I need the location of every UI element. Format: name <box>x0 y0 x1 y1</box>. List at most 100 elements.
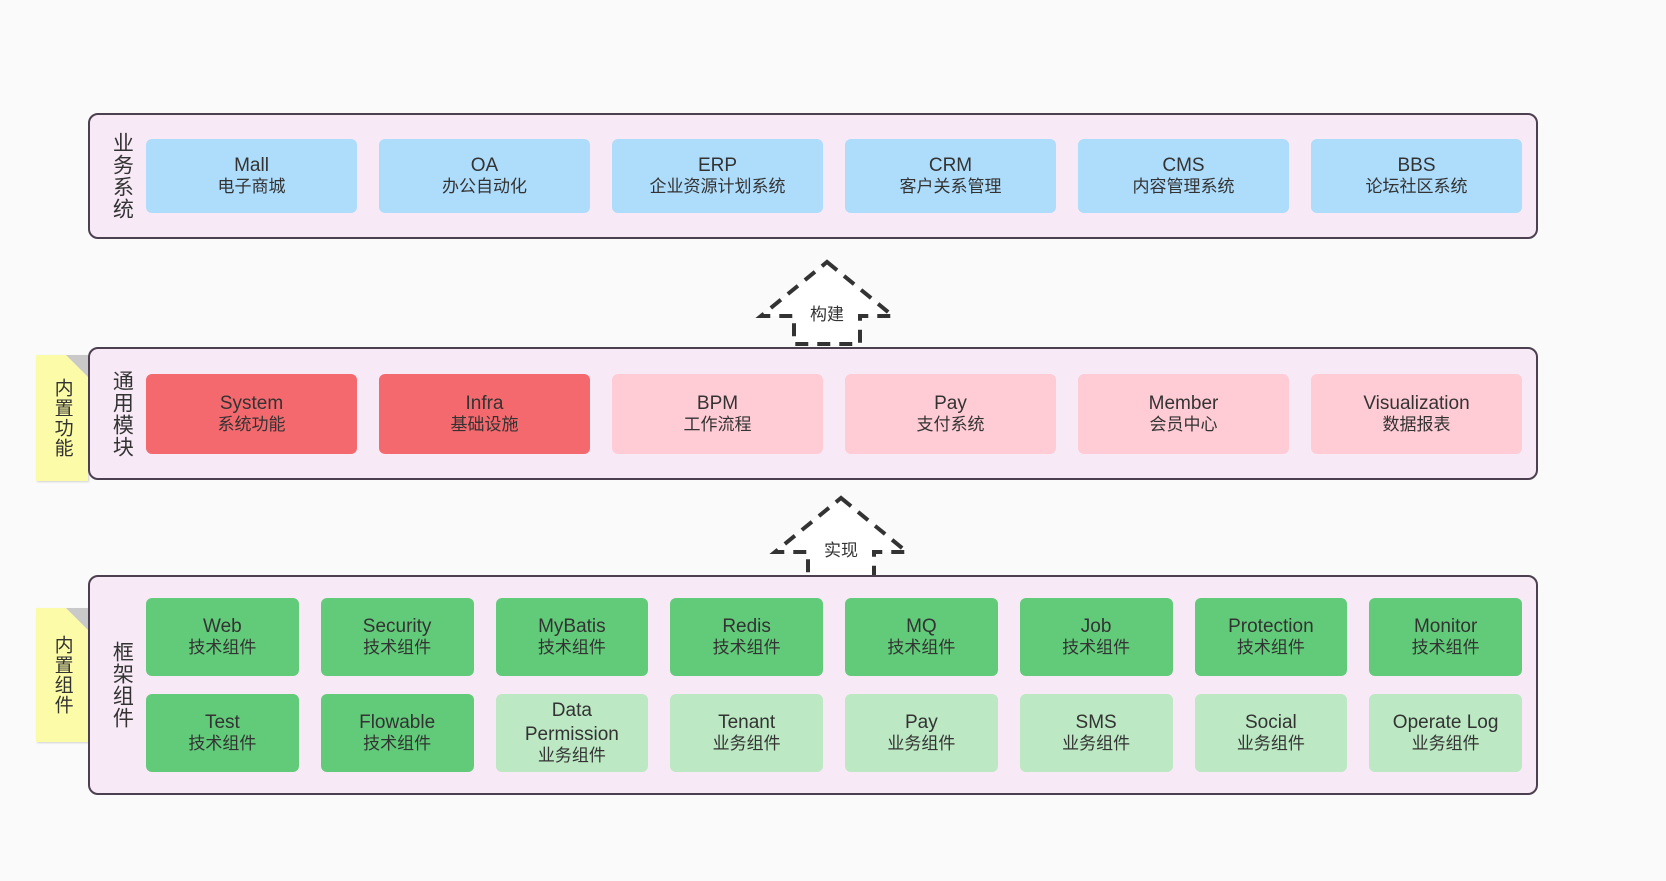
fold-corner-icon <box>66 608 88 630</box>
node-data-permission[interactable]: Data Permission 业务组件 <box>495 694 649 772</box>
node-title: Redis <box>722 616 771 638</box>
sticky-note-builtin-components[interactable]: 内置组件 <box>36 608 88 742</box>
layer-body-modules: System 系统功能 Infra 基础设施 BPM 工作流程 Pay 支付系统… <box>138 359 1522 468</box>
node-sms[interactable]: SMS 业务组件 <box>1019 694 1173 772</box>
node-bbs[interactable]: BBS 论坛社区系统 <box>1311 139 1522 213</box>
node-job[interactable]: Job 技术组件 <box>1019 598 1173 676</box>
node-tenant[interactable]: Tenant 业务组件 <box>670 694 823 772</box>
node-subtitle: 系统功能 <box>217 414 286 434</box>
node-title: Test <box>204 712 240 734</box>
node-title: Visualization <box>1363 392 1470 414</box>
node-flowable[interactable]: Flowable 技术组件 <box>320 694 474 772</box>
node-member[interactable]: Member 会员中心 <box>1078 373 1289 454</box>
node-title: Job <box>1080 616 1112 638</box>
node-mybatis[interactable]: MyBatis 技术组件 <box>495 598 649 676</box>
node-erp[interactable]: ERP 企业资源计划系统 <box>612 139 823 213</box>
node-social[interactable]: Social 业务组件 <box>1194 694 1348 772</box>
node-system[interactable]: System 系统功能 <box>146 373 357 454</box>
node-title: MyBatis <box>538 616 606 638</box>
layer-business-systems: 业务系统 Mall 电子商城 OA 办公自动化 ERP 企业资源计划系统 CRM… <box>88 113 1538 239</box>
node-title: Web <box>203 616 242 638</box>
node-title: Pay <box>905 712 938 734</box>
node-title: ERP <box>697 155 738 177</box>
layer-common-modules: 通用模块 System 系统功能 Infra 基础设施 BPM 工作流程 Pay… <box>88 347 1538 480</box>
node-title: CRM <box>928 155 973 177</box>
node-subtitle: 客户关系管理 <box>899 177 1002 197</box>
node-title: Member <box>1148 392 1219 414</box>
layer-body-framework: Web 技术组件 Security 技术组件 MyBatis 技术组件 Redi… <box>138 587 1522 783</box>
node-redis[interactable]: Redis 技术组件 <box>670 598 823 676</box>
arrow-label-implement: 实现 <box>824 541 858 560</box>
sticky-note-text: 内置组件 <box>51 635 73 715</box>
node-subtitle: 业务组件 <box>887 734 956 754</box>
node-title: Data Permission <box>524 700 619 745</box>
node-title: BPM <box>696 392 739 414</box>
node-row: System 系统功能 Infra 基础设施 BPM 工作流程 Pay 支付系统… <box>146 373 1522 454</box>
node-subtitle: 企业资源计划系统 <box>649 177 786 197</box>
node-pay-module[interactable]: Pay 支付系统 <box>845 373 1056 454</box>
fold-corner-icon <box>66 355 88 377</box>
node-subtitle: 办公自动化 <box>442 177 527 197</box>
node-title: Infra <box>465 392 504 414</box>
arrow-implement: 实现 <box>766 492 916 587</box>
node-subtitle: 论坛社区系统 <box>1365 177 1468 197</box>
node-web[interactable]: Web 技术组件 <box>146 598 299 676</box>
node-title: OA <box>470 155 499 177</box>
node-title: Monitor <box>1413 616 1478 638</box>
node-subtitle: 业务组件 <box>537 745 606 765</box>
node-subtitle: 业务组件 <box>1062 734 1131 754</box>
node-row: Test 技术组件 Flowable 技术组件 Data Permission … <box>146 694 1522 772</box>
node-subtitle: 会员中心 <box>1149 414 1218 434</box>
node-subtitle: 技术组件 <box>887 638 956 658</box>
arrow-label-build: 构建 <box>810 305 844 324</box>
node-subtitle: 基础设施 <box>450 414 519 434</box>
node-protection[interactable]: Protection 技术组件 <box>1194 598 1348 676</box>
node-row: Web 技术组件 Security 技术组件 MyBatis 技术组件 Redi… <box>146 598 1522 676</box>
sticky-note-builtin-features[interactable]: 内置功能 <box>36 355 88 481</box>
node-subtitle: 技术组件 <box>188 638 257 658</box>
node-subtitle: 技术组件 <box>363 734 432 754</box>
node-pay-component[interactable]: Pay 业务组件 <box>845 694 998 772</box>
layer-body-business: Mall 电子商城 OA 办公自动化 ERP 企业资源计划系统 CRM 客户关系… <box>138 125 1522 227</box>
sticky-note-text: 内置功能 <box>51 378 73 458</box>
node-security[interactable]: Security 技术组件 <box>320 598 474 676</box>
node-title: Flowable <box>359 712 436 734</box>
node-title: Security <box>362 616 432 638</box>
node-cms[interactable]: CMS 内容管理系统 <box>1078 139 1289 213</box>
node-row: Mall 电子商城 OA 办公自动化 ERP 企业资源计划系统 CRM 客户关系… <box>146 139 1522 213</box>
node-title: SMS <box>1075 712 1117 734</box>
node-infra[interactable]: Infra 基础设施 <box>379 373 590 454</box>
layer-caption-framework: 框架组件 <box>110 641 134 729</box>
arrow-up-icon <box>755 259 899 346</box>
arrow-build: 构建 <box>752 256 902 351</box>
node-title: MQ <box>906 616 937 638</box>
node-test[interactable]: Test 技术组件 <box>146 694 299 772</box>
node-visualization[interactable]: Visualization 数据报表 <box>1311 373 1522 454</box>
layer-caption-business: 业务系统 <box>110 132 134 220</box>
node-subtitle: 技术组件 <box>1236 638 1305 658</box>
node-crm[interactable]: CRM 客户关系管理 <box>845 139 1056 213</box>
node-subtitle: 技术组件 <box>537 638 606 658</box>
node-subtitle: 支付系统 <box>916 414 985 434</box>
node-title: Pay <box>934 392 967 414</box>
node-title: Tenant <box>718 712 776 734</box>
node-mall[interactable]: Mall 电子商城 <box>146 139 357 213</box>
node-subtitle: 技术组件 <box>363 638 432 658</box>
node-title: Operate Log <box>1392 712 1499 734</box>
node-subtitle: 电子商城 <box>217 177 286 197</box>
node-operate-log[interactable]: Operate Log 业务组件 <box>1369 694 1522 772</box>
node-subtitle: 技术组件 <box>1411 638 1480 658</box>
node-title: BBS <box>1397 155 1436 177</box>
node-subtitle: 技术组件 <box>1062 638 1131 658</box>
node-subtitle: 技术组件 <box>712 638 781 658</box>
node-subtitle: 数据报表 <box>1382 414 1451 434</box>
node-title: System <box>219 392 284 414</box>
node-oa[interactable]: OA 办公自动化 <box>379 139 590 213</box>
node-subtitle: 业务组件 <box>1411 734 1480 754</box>
node-mq[interactable]: MQ 技术组件 <box>845 598 998 676</box>
node-monitor[interactable]: Monitor 技术组件 <box>1369 598 1522 676</box>
node-bpm[interactable]: BPM 工作流程 <box>612 373 823 454</box>
node-title: CMS <box>1162 155 1205 177</box>
layer-framework-components: 框架组件 Web 技术组件 Security 技术组件 MyBatis 技术组件… <box>88 575 1538 795</box>
